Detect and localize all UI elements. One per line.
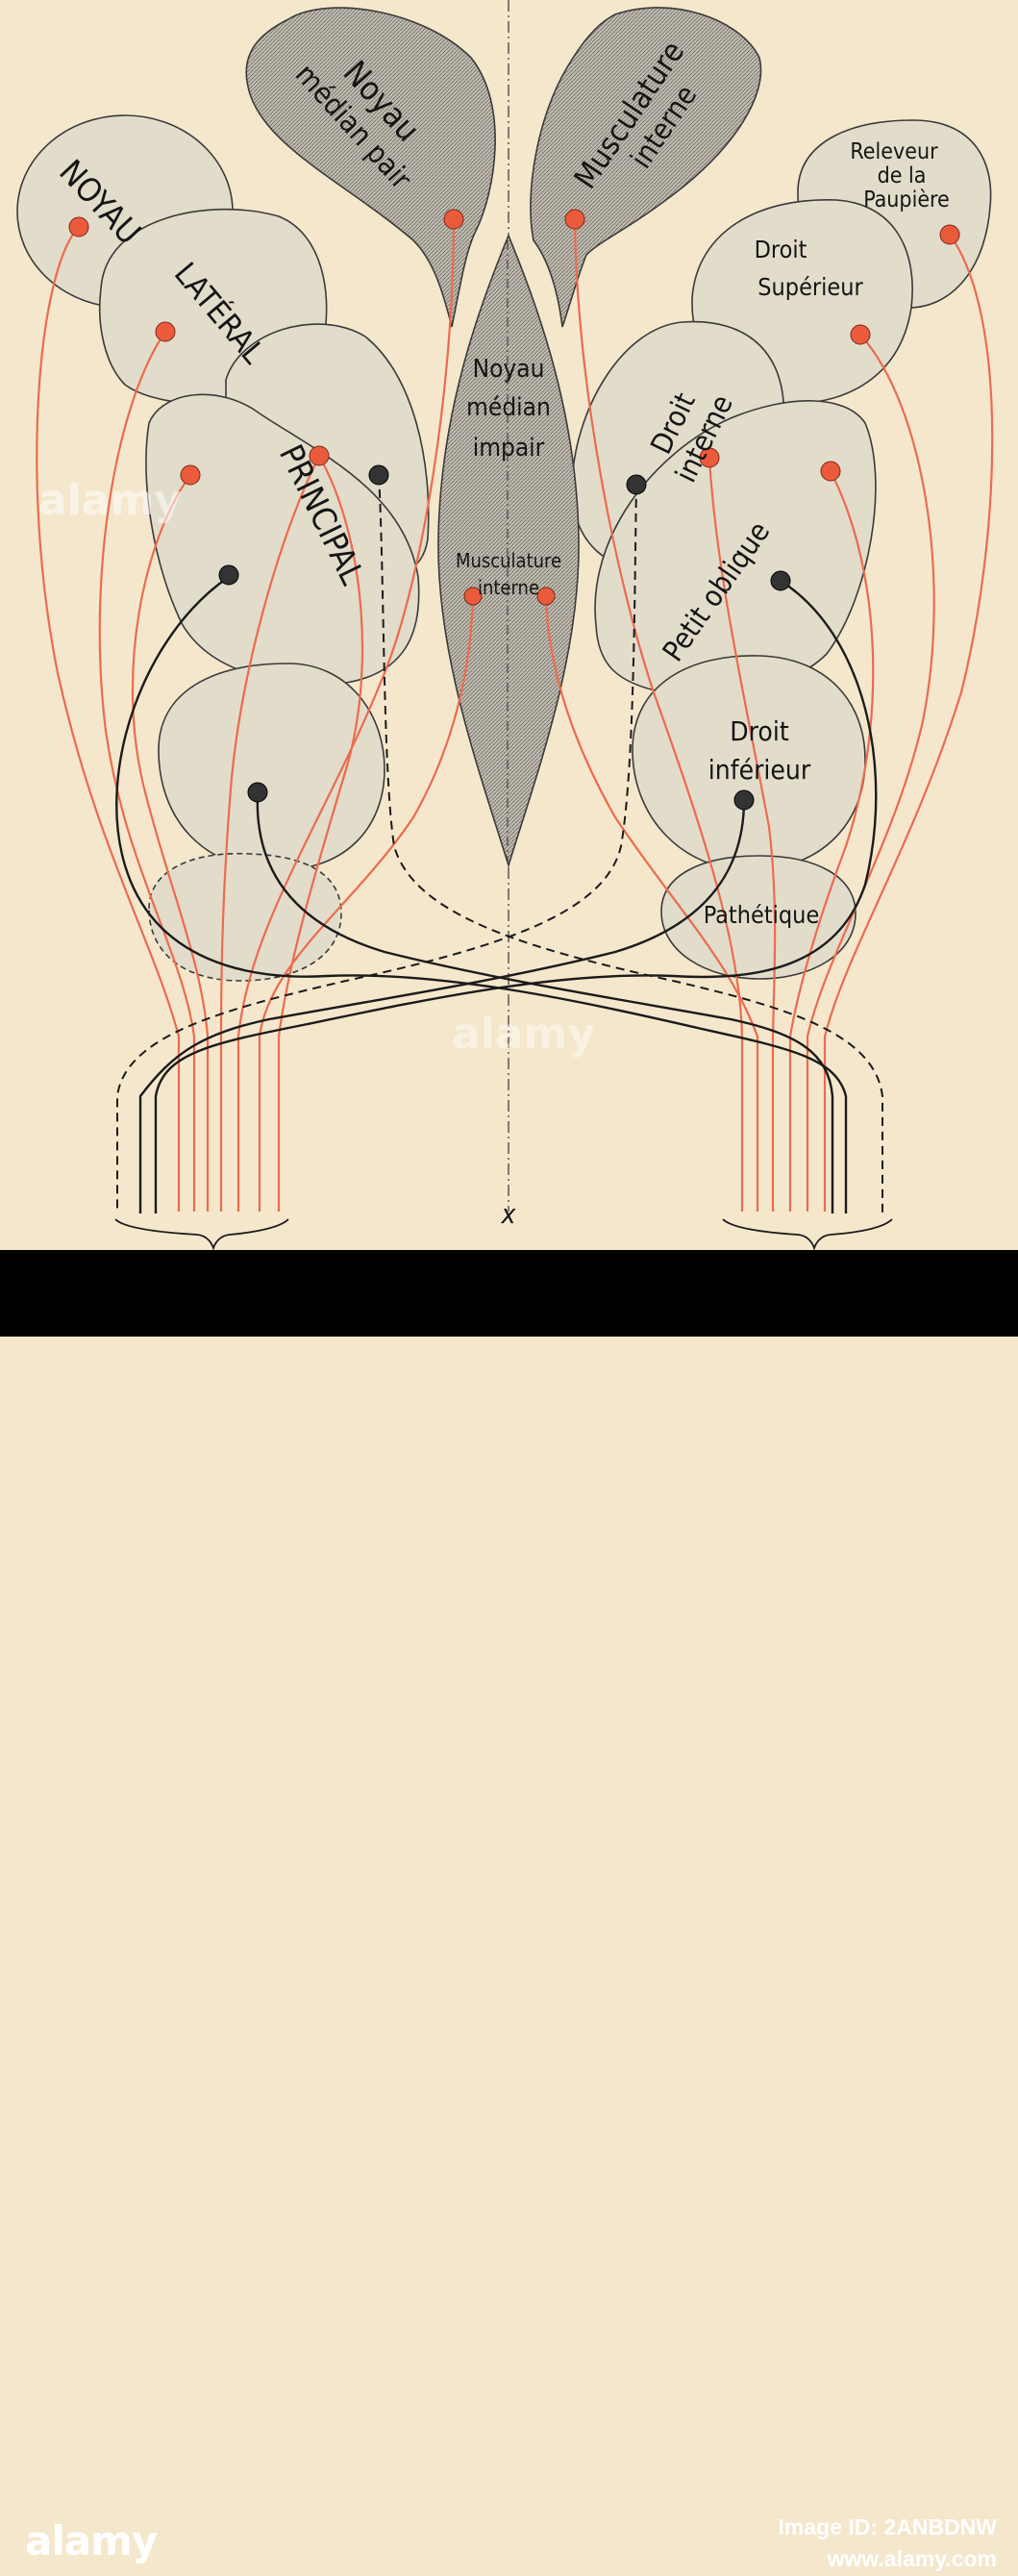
svg-text:de la: de la [878,163,927,188]
watermark-faint-2: alamy [452,1010,595,1059]
dot-impair-right [537,588,555,605]
dot-releveur [940,225,959,244]
svg-text:interne: interne [478,576,539,599]
brace-right [723,1219,892,1248]
alamy-logo: alamy [25,2517,157,2564]
dot-principal-a [181,465,200,485]
dot-median-pair [444,210,463,229]
brace-left [115,1219,288,1248]
svg-text:Paupière: Paupière [863,188,950,213]
svg-text:impair: impair [473,434,545,463]
svg-text:Releveur: Releveur [850,139,938,164]
svg-text:Supérieur: Supérieur [757,273,863,301]
watermark-faint-1: alamy [38,476,182,525]
dot-black-principal [219,565,238,585]
oculomotor-nucleus-diagram: Noyau médian pair Musculature interne Re… [0,0,1018,1250]
dot-musculature-top [565,210,584,229]
svg-text:médian: médian [466,393,551,422]
svg-text:Musculature: Musculature [456,549,561,572]
dot-droit-superieur [851,325,870,344]
svg-text:Noyau: Noyau [473,355,545,384]
dot-black-dashed-left [369,465,388,485]
dot-black-dashed-right [627,475,646,494]
dot-black-inferieur-right [734,790,754,810]
lobe-left-inferieur [159,663,385,870]
watermark-footer: alamy Image ID: 2ANBDNW www.alamy.com [0,1250,1018,1337]
svg-text:inférieur: inférieur [708,754,811,786]
dot-lateral [156,322,175,341]
dot-black-inferieur-left [248,783,267,802]
svg-text:Droit: Droit [755,236,807,263]
dot-noyau [69,217,88,237]
site-url-text: www.alamy.com [779,2543,997,2575]
dot-petit-oblique [821,462,840,481]
image-id-text: Image ID: 2ANBDNW [779,2512,997,2543]
dot-black-petit-oblique [771,571,790,590]
diagram-canvas: Noyau médian pair Musculature interne Re… [0,0,1018,1250]
label-pathetique: Pathétique [704,901,820,929]
svg-text:Droit: Droit [730,715,789,747]
label-midline-x: x [501,1198,517,1230]
watermark-info: Image ID: 2ANBDNW www.alamy.com [779,2512,997,2576]
label-noyau-median-impair: Noyau médian impair [466,355,551,463]
